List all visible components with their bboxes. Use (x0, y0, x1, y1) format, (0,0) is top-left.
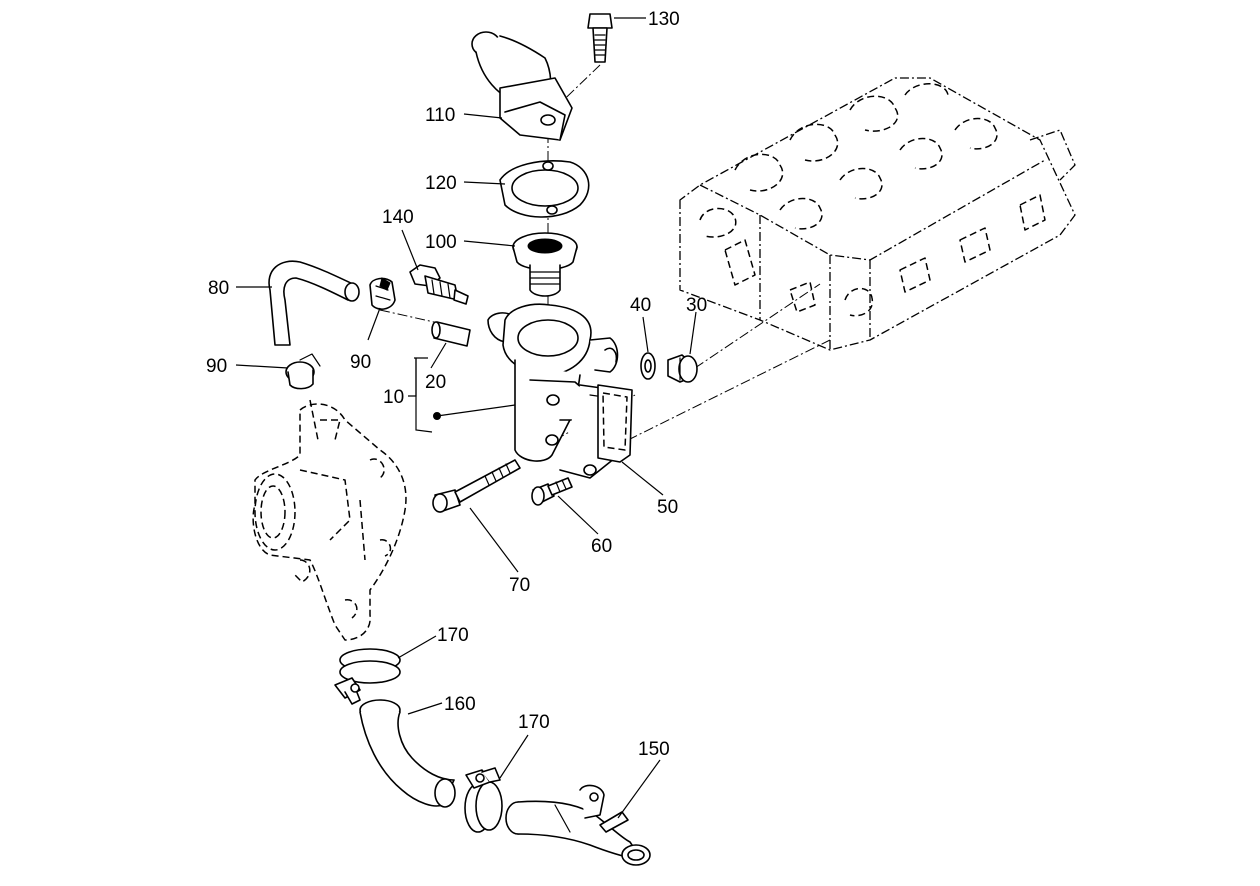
callout-20: 20 (425, 372, 446, 393)
callout-110: 110 (425, 105, 455, 126)
part-160-hose (359, 699, 456, 808)
callout-80: 80 (208, 278, 229, 299)
callout-170-lower: 170 (518, 712, 550, 733)
cylinder-head (679, 77, 1076, 351)
callout-150: 150 (638, 739, 670, 760)
part-60-short-bolt (531, 477, 573, 506)
part-90-clip-upper (369, 277, 396, 310)
callout-30: 30 (686, 295, 707, 316)
callout-170-upper: 170 (437, 625, 469, 646)
callout-40: 40 (630, 295, 651, 316)
callout-140: 140 (382, 207, 414, 228)
part-80-bypass-hose (268, 260, 360, 346)
part-170-hose-clamp-upper (334, 648, 401, 705)
part-90-clip-lower (285, 353, 321, 390)
callout-70: 70 (509, 575, 530, 596)
callout-100: 100 (425, 232, 457, 253)
callout-120: 120 (425, 173, 457, 194)
part-50-gasket (597, 384, 633, 463)
part-30-plug (667, 354, 698, 383)
callout-130: 130 (648, 9, 680, 30)
callout-50: 50 (657, 497, 678, 518)
part-150-outlet-pipe (505, 784, 651, 866)
part-100-thermostat (512, 232, 578, 297)
part-140-temperature-sensor (409, 264, 469, 305)
callout-90-upper: 90 (350, 352, 371, 373)
part-170-hose-clamp-lower (464, 767, 503, 833)
part-40-washer (640, 352, 656, 380)
part-120-gasket (499, 160, 590, 218)
callout-60: 60 (591, 536, 612, 557)
callout-160: 160 (444, 694, 476, 715)
callout-90-lower: 90 (206, 356, 227, 377)
part-20-pipe (431, 321, 471, 347)
water-pump (252, 399, 407, 641)
callout-10: 10 (383, 387, 404, 408)
leader-lines (235, 17, 697, 819)
part-130-bolt (587, 13, 613, 63)
part-70-long-bolt (432, 459, 521, 513)
part-110-outlet-elbow (471, 31, 573, 141)
